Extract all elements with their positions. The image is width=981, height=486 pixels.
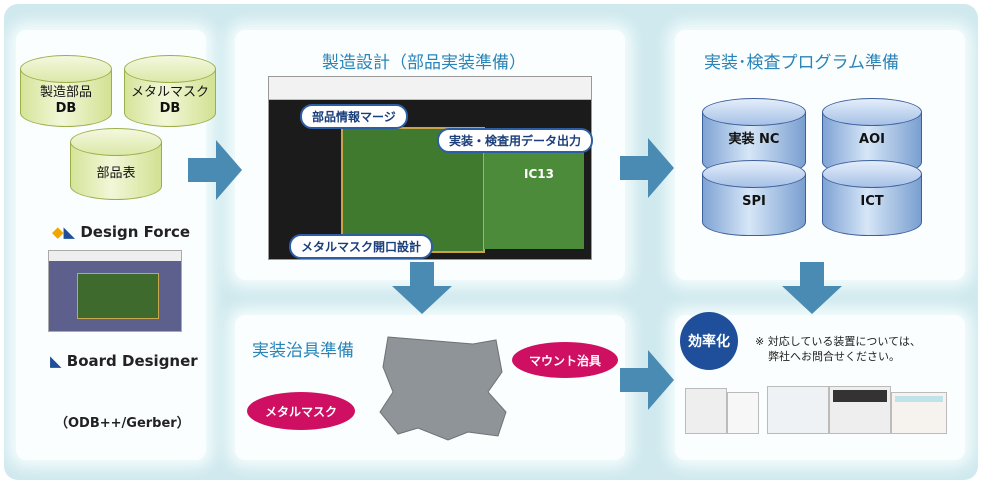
db-label: 部品表 — [96, 166, 136, 181]
design-force-logo: ◆◣ Design Force — [52, 223, 190, 241]
db-sublabel: DB — [55, 101, 77, 116]
jig-title: 実装治具準備 — [252, 341, 354, 361]
db-sublabel: DB — [159, 101, 181, 116]
program-label: 実装 NC — [728, 132, 780, 147]
arrow-right-icon — [188, 140, 242, 200]
db-label: 製造部品 — [39, 85, 92, 100]
db-spi: SPI — [702, 160, 806, 236]
formats-label: （ODB++/Gerber） — [55, 416, 190, 431]
arrow-down-icon — [782, 262, 842, 314]
note-line: 弊社へお問合せください。 — [768, 350, 900, 363]
logo-triangle-icon: ◣ — [50, 352, 62, 370]
board-designer-name: Board Designer — [66, 352, 198, 370]
support-note: ※ 対応している装置については、弊社へお問合せください。 — [755, 334, 921, 364]
label-data-output: 実装・検査用データ出力 — [437, 128, 594, 153]
smt-line-image — [685, 380, 947, 434]
db-bom: 部品表 — [70, 128, 162, 200]
board-label: IC13 — [524, 167, 554, 181]
design-force-screenshot — [48, 250, 182, 332]
design-title: 製造設計（部品実装準備） — [322, 53, 526, 73]
arrow-down-icon — [392, 262, 452, 314]
mount-jig-badge: マウント治具 — [512, 342, 618, 378]
db-label: メタルマスク — [130, 85, 209, 100]
program-label: SPI — [742, 194, 766, 209]
board-designer-logo: ◣ Board Designer — [50, 352, 198, 370]
program-label: AOI — [859, 132, 885, 147]
program-title: 実装･検査プログラム準備 — [704, 53, 899, 73]
program-label: ICT — [860, 194, 884, 209]
metal-mask-badge: メタルマスク — [247, 392, 355, 430]
arrow-right-icon — [620, 138, 674, 198]
logo-triangle-icon: ◣ — [63, 223, 76, 241]
label-mask-aperture: メタルマスク開口設計 — [289, 234, 434, 259]
db-ict: ICT — [822, 160, 922, 236]
arrow-right-icon — [620, 350, 674, 410]
label-part-info-merge: 部品情報マージ — [300, 104, 408, 129]
db-mount-nc: 実装 NC — [702, 98, 806, 176]
metal-jig-image — [379, 336, 507, 441]
logo-diamond-icon: ◆ — [52, 223, 64, 241]
efficiency-badge: 効率化 — [680, 312, 738, 370]
note-line: ※ 対応している装置については、 — [755, 335, 921, 348]
design-force-name: Design Force — [80, 223, 191, 241]
